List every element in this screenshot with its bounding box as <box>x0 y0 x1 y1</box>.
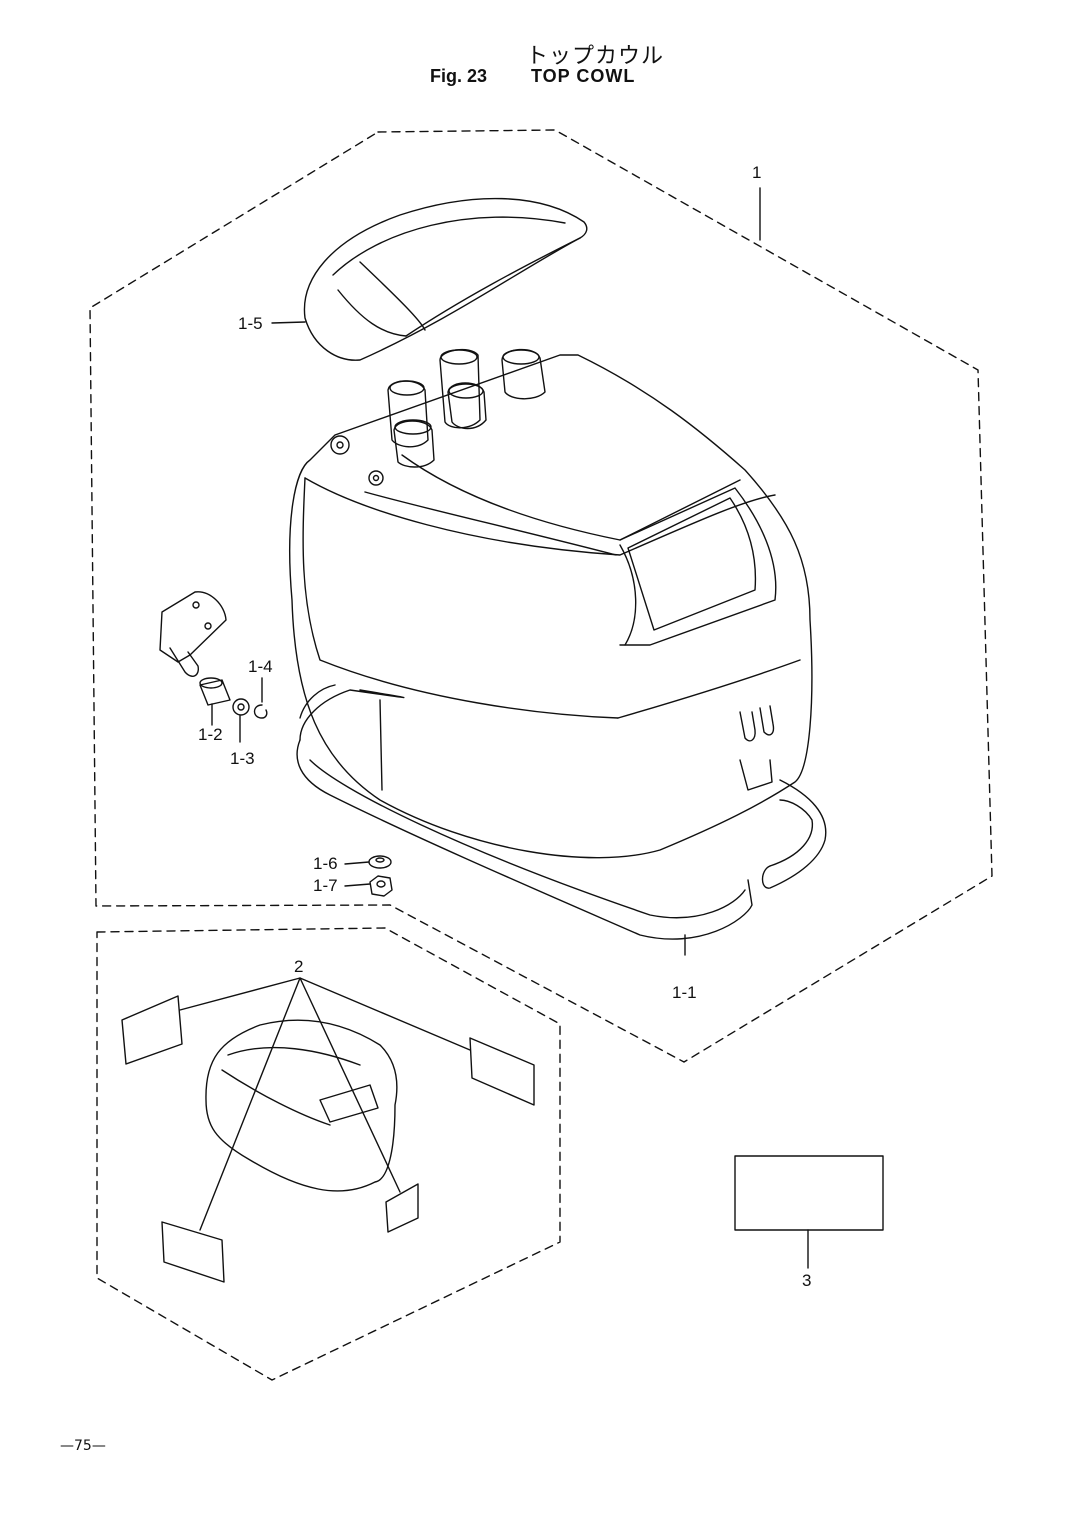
leader-line-1-6 <box>344 861 370 865</box>
callout-2: 2 <box>294 957 303 976</box>
decal-group-dashed-boundary <box>96 927 561 1381</box>
decal-piece-bottom-right <box>385 1183 419 1233</box>
figure-title-japanese: トップカウル <box>526 44 665 69</box>
figure-number: Fig. 23 <box>430 66 488 86</box>
part-1-4-clip <box>253 704 268 719</box>
callout-3: 3 <box>802 1271 811 1290</box>
callout-1-3: 1-3 <box>230 749 255 768</box>
figure-title-english: TOP COWL <box>531 66 636 86</box>
callout-1: 1 <box>752 163 761 182</box>
part-1-1-seal-rim <box>296 684 827 940</box>
leader-line-2 <box>179 977 471 1231</box>
part-3-label-plate <box>734 1155 884 1231</box>
part-1-top-cowl-body <box>289 348 813 859</box>
part-1-6-washer <box>368 855 392 869</box>
leader-line-1-7 <box>344 883 371 887</box>
callout-1-2: 1-2 <box>198 725 223 744</box>
callout-1-1: 1-1 <box>672 983 697 1002</box>
callout-1-5: 1-5 <box>238 314 263 333</box>
leader-line-1-5 <box>271 321 306 324</box>
part-1-7-nut <box>369 875 393 897</box>
callout-1-4: 1-4 <box>248 657 273 676</box>
decal-piece-bottom-left <box>161 1221 225 1283</box>
page-number: —75— <box>60 1438 106 1454</box>
part-1-3-washer <box>232 698 250 716</box>
assembly-1-dashed-boundary <box>89 129 993 1063</box>
part-hinge-bracket <box>159 591 227 677</box>
callout-1-6: 1-6 <box>313 854 338 873</box>
callout-1-7: 1-7 <box>313 876 338 895</box>
part-1-5-top-cover <box>303 197 588 361</box>
decal-group-mini-cowl <box>205 1019 398 1192</box>
part-1-2-collar <box>199 677 231 706</box>
decal-piece-right <box>469 1037 535 1106</box>
decal-piece-left <box>121 995 183 1065</box>
